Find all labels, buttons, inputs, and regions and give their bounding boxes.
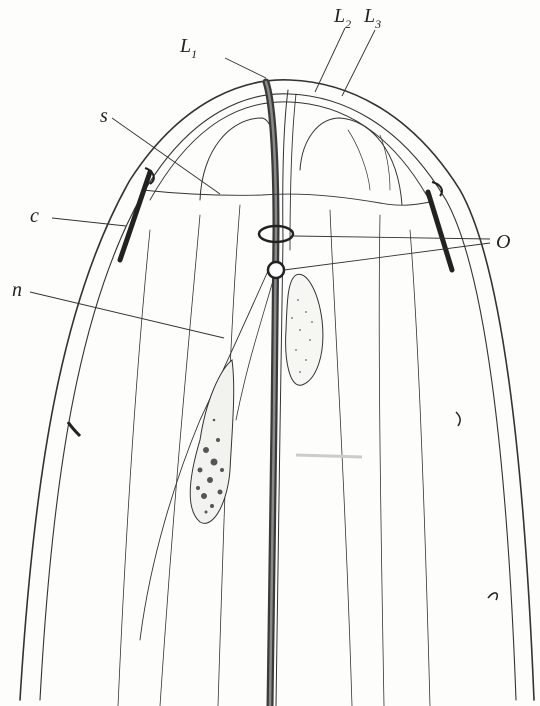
body-line-5 xyxy=(379,215,384,706)
body-line-2 xyxy=(160,215,200,706)
nerve-fibre-2 xyxy=(236,270,276,420)
body-line-1 xyxy=(118,230,150,706)
left-papilla xyxy=(68,422,80,436)
label-c: c xyxy=(30,205,39,227)
leader-O-lower xyxy=(284,243,490,270)
body-line-6 xyxy=(410,230,430,706)
left-amphid xyxy=(120,172,150,260)
right-amphid-tip xyxy=(432,182,442,196)
leader-O-upper xyxy=(294,236,490,239)
label-n: n xyxy=(12,279,22,301)
ring-line xyxy=(142,190,430,205)
label-s: s xyxy=(100,105,108,127)
ring-lower xyxy=(268,262,284,278)
right-papilla xyxy=(456,412,460,426)
lower-papilla xyxy=(488,593,497,600)
leader-L3 xyxy=(342,30,375,96)
oesophageal-wall-right xyxy=(290,94,296,250)
leader-c xyxy=(52,218,126,226)
leader-L2 xyxy=(315,28,345,92)
leader-n xyxy=(30,292,224,338)
smudge-mark xyxy=(296,455,362,457)
body-line-7 xyxy=(348,130,370,190)
right-gland xyxy=(286,274,323,385)
leader-L1 xyxy=(225,58,266,78)
label-O: O xyxy=(496,231,510,253)
label-L2: L2 xyxy=(333,5,351,31)
label-L3: L3 xyxy=(363,5,381,31)
label-L1: L1 xyxy=(179,35,197,61)
left-gland xyxy=(190,360,233,523)
